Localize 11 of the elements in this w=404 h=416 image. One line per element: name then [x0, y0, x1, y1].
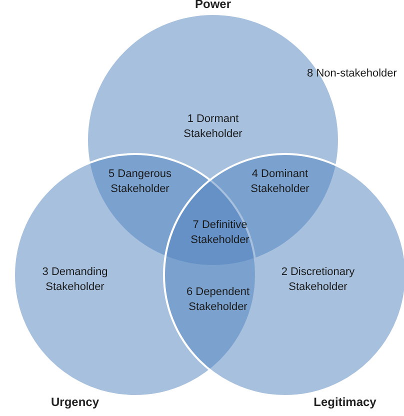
region-label: 8 Non-stakeholder: [306, 66, 398, 82]
region-label: 2 Discretionary Stakeholder: [280, 265, 356, 295]
circle-title: Power: [195, 0, 231, 11]
region-label: 7 Definitive Stakeholder: [190, 218, 250, 248]
region-label: 5 Dangerous Stakeholder: [108, 167, 172, 197]
circle-title: Urgency: [50, 395, 100, 409]
region-label: 3 Demanding Stakeholder: [41, 265, 109, 295]
circle-title: Legitimacy: [314, 395, 376, 409]
region-label: 6 Dependent Stakeholder: [186, 285, 250, 315]
region-label: 1 Dormant Stakeholder: [182, 112, 244, 142]
region-label: 4 Dominant Stakeholder: [250, 167, 310, 197]
